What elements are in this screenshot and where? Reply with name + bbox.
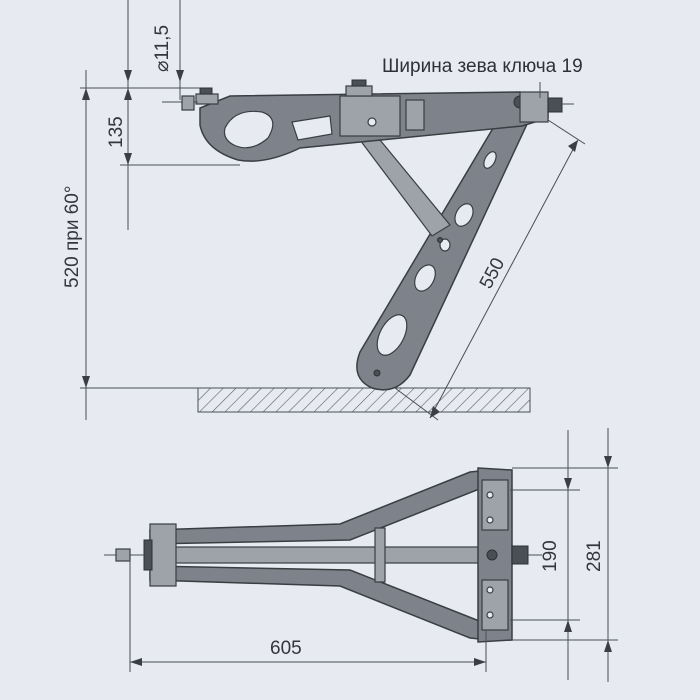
width-190-label: 190	[540, 540, 561, 572]
dim-diameter	[124, 0, 184, 230]
brace	[358, 139, 451, 237]
ground-block	[197, 387, 531, 413]
hole-diameter-label: ⌀11,5	[152, 25, 173, 72]
length-550-label: 550	[476, 254, 509, 292]
support-leg	[356, 106, 529, 391]
dim-281	[512, 428, 618, 682]
knob-middle	[345, 79, 373, 97]
dim-520	[80, 70, 198, 420]
dim-605	[129, 560, 487, 672]
dim-190	[510, 430, 580, 680]
width-281-label: 281	[584, 540, 605, 572]
height-520-label: 520 при 60°	[62, 186, 83, 288]
knob-left	[162, 87, 219, 111]
wrench-width-caption: Ширина зева ключа 19	[382, 56, 583, 77]
dim-550	[394, 119, 586, 421]
dim-135	[80, 87, 240, 166]
top-view-frame	[104, 467, 542, 643]
height-135-label: 135	[106, 116, 127, 148]
length-605-label: 605	[270, 638, 302, 659]
upper-arm	[199, 91, 574, 162]
